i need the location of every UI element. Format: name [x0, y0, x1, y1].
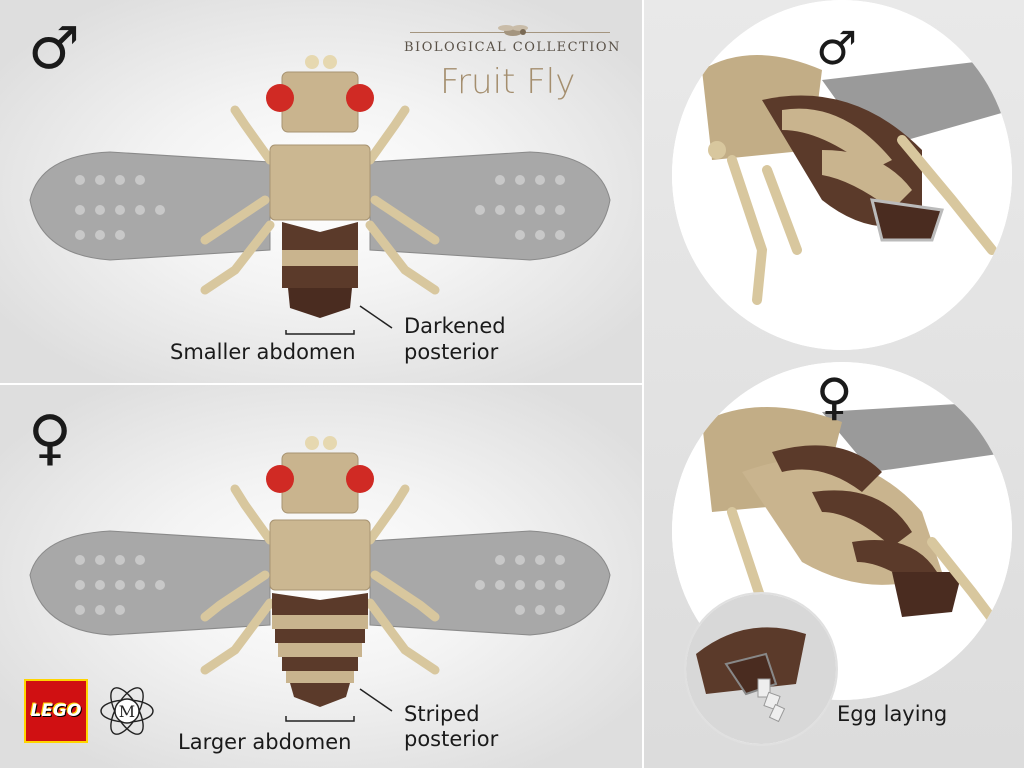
female-annotation-lines	[285, 688, 393, 722]
male-symbol: ♂	[28, 14, 80, 82]
right-female-symbol: ♀	[816, 368, 853, 426]
m-logo-text: M	[119, 702, 135, 721]
right-panel: ♂ ♀ Egg laying	[644, 0, 1024, 768]
lego-logo: LEGO	[24, 679, 88, 743]
female-fly-illustration	[29, 436, 611, 707]
female-abdomen-label: Larger abdomen	[178, 730, 352, 754]
m-logo-icon: M	[100, 687, 154, 735]
female-posterior-label-2: posterior	[404, 727, 499, 751]
female-posterior-label-1: Striped	[404, 702, 480, 726]
egg-laying-illustration	[686, 594, 836, 744]
male-panel: ♂ BIOLOGICAL COLLECTION Fruit Fly	[0, 0, 642, 383]
male-posterior-label-2: posterior	[404, 340, 499, 364]
male-closeup-illustration	[672, 0, 1012, 350]
egg-laying-inset	[684, 592, 838, 746]
male-fly-illustration	[29, 55, 611, 318]
species-title: Fruit Fly	[440, 62, 576, 102]
male-abdomen-label: Smaller abdomen	[170, 340, 356, 364]
fly-logo-icon	[498, 25, 528, 36]
female-panel: ♀	[0, 385, 642, 768]
female-closeup-illustration	[672, 362, 1012, 700]
egg-laying-label: Egg laying	[837, 702, 948, 726]
male-annotation-lines	[285, 305, 393, 335]
lego-logo-text: LEGO	[30, 701, 82, 721]
collection-title: BIOLOGICAL COLLECTION	[404, 40, 621, 55]
male-posterior-label-1: Darkened	[404, 314, 506, 338]
male-closeup-circle	[672, 0, 1012, 350]
right-male-symbol: ♂	[816, 21, 858, 75]
female-symbol: ♀	[28, 403, 72, 473]
